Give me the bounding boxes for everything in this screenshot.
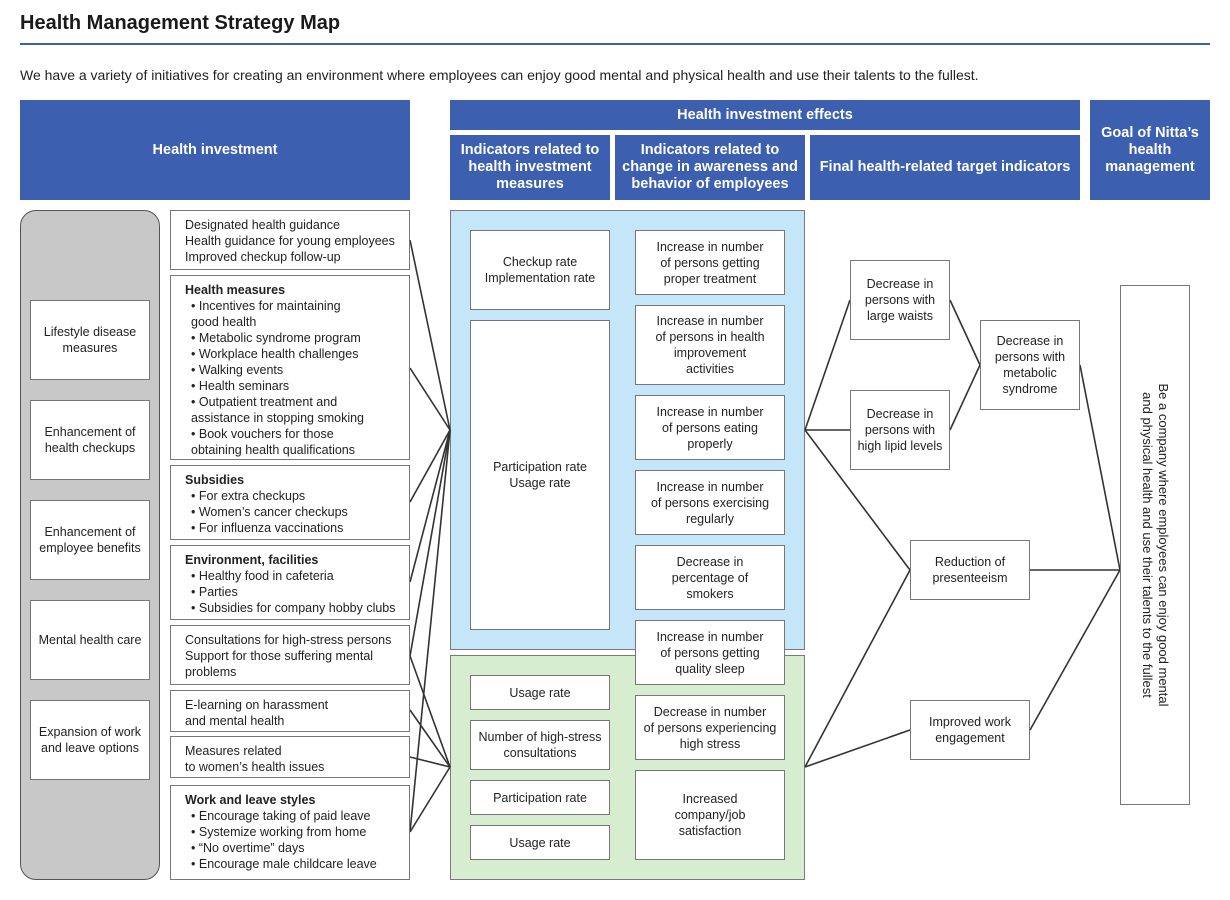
measure-elearning: E-learning on harassment and mental heal… (170, 690, 410, 732)
measure-line: Improved checkup follow-up (185, 250, 341, 264)
measure-item: • Parties (191, 585, 238, 599)
indicator-participation-rate-2: Participation rate (470, 780, 610, 815)
measure-item: • Encourage taking of paid leave (191, 809, 371, 823)
measure-item: • For influenza vaccinations (191, 521, 344, 535)
measure-line: E-learning on harassment (185, 698, 329, 712)
category-mental-health-care: Mental health care (30, 600, 150, 680)
page-subtitle: We have a variety of initiatives for cre… (20, 67, 979, 83)
measure-item: • Subsidies for company hobby clubs (191, 601, 396, 615)
measure-item: • For extra checkups (191, 489, 306, 503)
goal-box: Be a company where employees can enjoy g… (1120, 285, 1190, 805)
measure-line: Health guidance for young employees (185, 234, 395, 248)
measure-heading: Work and leave styles (185, 793, 316, 807)
header-final-targets: Final health-related target indicators (810, 135, 1080, 200)
header-indicators-measures: Indicators related to health investment … (450, 135, 610, 200)
measure-line: problems (185, 665, 237, 679)
measure-line: and mental health (185, 714, 285, 728)
category-health-checkups: Enhancement of health checkups (30, 400, 150, 480)
measure-health-measures: Health measures • Incentives for maintai… (170, 275, 410, 460)
goal-text: Be a company where employees can enjoy g… (1140, 383, 1171, 707)
measure-item: • Encourage male childcare leave (191, 857, 377, 871)
measure-health-guidance: Designated health guidance Health guidan… (170, 210, 410, 270)
measure-item: • Healthy food in cafeteria (191, 569, 334, 583)
measure-item: • “No overtime” days (191, 841, 305, 855)
measure-environment: Environment, facilities • Healthy food i… (170, 545, 410, 620)
category-lifestyle-disease: Lifestyle disease measures (30, 300, 150, 380)
measure-item: • Walking events (191, 363, 284, 377)
page-title: Health Management Strategy Map (20, 12, 341, 34)
header-goal: Goal of Nitta’s health management (1090, 100, 1210, 200)
category-work-leave-options: Expansion of work and leave options (30, 700, 150, 780)
measure-item: • Workplace health challenges (191, 347, 359, 361)
indicator-usage-rate-2: Usage rate (470, 825, 610, 860)
measure-line: Measures related (185, 744, 282, 758)
measure-heading: Health measures (185, 283, 286, 297)
header-investment-effects: Health investment effects (450, 100, 1080, 130)
measure-item: • Health seminars (191, 379, 290, 393)
measure-womens-health: Measures related to women’s health issue… (170, 736, 410, 778)
measure-line: Designated health guidance (185, 218, 340, 232)
category-employee-benefits: Enhancement of employee benefits (30, 500, 150, 580)
measure-subsidies: Subsidies • For extra checkups • Women’s… (170, 465, 410, 540)
header-indicators-awareness: Indicators related to change in awarenes… (615, 135, 805, 200)
title-divider (20, 43, 1210, 45)
measure-heading: Subsidies (185, 473, 245, 487)
measure-heading: Environment, facilities (185, 553, 319, 567)
header-health-investment: Health investment (20, 100, 410, 200)
measure-item: • Women’s cancer checkups (191, 505, 348, 519)
measure-consultations: Consultations for high-stress persons Su… (170, 625, 410, 685)
measure-line: to women’s health issues (185, 760, 325, 774)
measure-line: Support for those suffering mental (185, 649, 374, 663)
measure-line: Consultations for high-stress persons (185, 633, 392, 647)
measure-item: • Metabolic syndrome program (191, 331, 361, 345)
measure-item: • Systemize working from home (191, 825, 367, 839)
indicator-usage-rate-1: Usage rate (470, 675, 610, 710)
measure-work-leave: Work and leave styles • Encourage taking… (170, 785, 410, 880)
